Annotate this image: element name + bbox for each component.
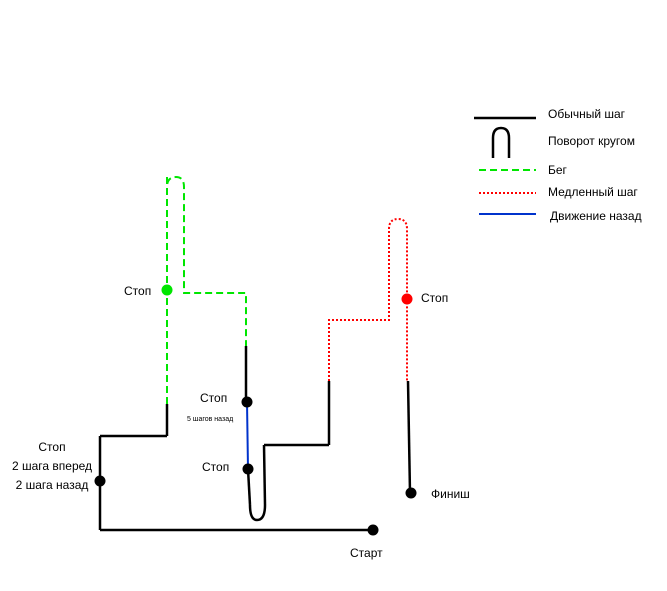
markers <box>94 284 417 536</box>
route-back-segment <box>246 401 249 470</box>
route <box>98 175 412 532</box>
stop-left-label-2: 2 шага вперед <box>12 459 92 473</box>
finish-dot <box>405 487 417 499</box>
route-mid-lower <box>246 468 252 506</box>
steps-back-note: 5 шагов назад <box>187 416 233 423</box>
legend-normal-label: Обычный шаг <box>548 107 626 121</box>
stop-left-label-3: 2 шага назад <box>16 478 89 492</box>
start-label: Старт <box>350 546 383 560</box>
stop-mid-lower-dot <box>242 463 254 475</box>
stop-red-dot <box>401 293 413 305</box>
route-run-segment <box>166 175 247 404</box>
legend-run-label: Бег <box>548 163 568 177</box>
legend-turn-label: Поворот кругом <box>548 134 635 148</box>
route-after-turn <box>262 444 267 506</box>
stop-mid-upper-dot <box>241 396 253 408</box>
stop-left-dot <box>94 475 106 487</box>
legend-turn-icon <box>491 126 511 158</box>
stop-left-label-1: Стоп <box>38 440 65 454</box>
stop-green-label: Стоп <box>124 284 151 298</box>
start-dot <box>367 524 379 536</box>
route-u-turn <box>248 504 267 522</box>
labels: Старт Финиш Стоп 2 шага вперед 2 шага на… <box>12 284 470 560</box>
route-finish-segment <box>406 380 412 494</box>
legend-back-label: Движение назад <box>550 209 642 223</box>
stop-mid-lower-label: Стоп <box>202 460 229 474</box>
legend: Обычный шаг Поворот кругом Бег Медленный… <box>474 107 642 223</box>
stop-green-dot <box>161 284 173 296</box>
stop-red-label: Стоп <box>421 291 448 305</box>
stop-mid-upper-label: Стоп <box>200 391 227 405</box>
route-slow-segment <box>328 217 408 381</box>
legend-slow-label: Медленный шаг <box>548 185 638 199</box>
finish-label: Финиш <box>431 487 470 501</box>
